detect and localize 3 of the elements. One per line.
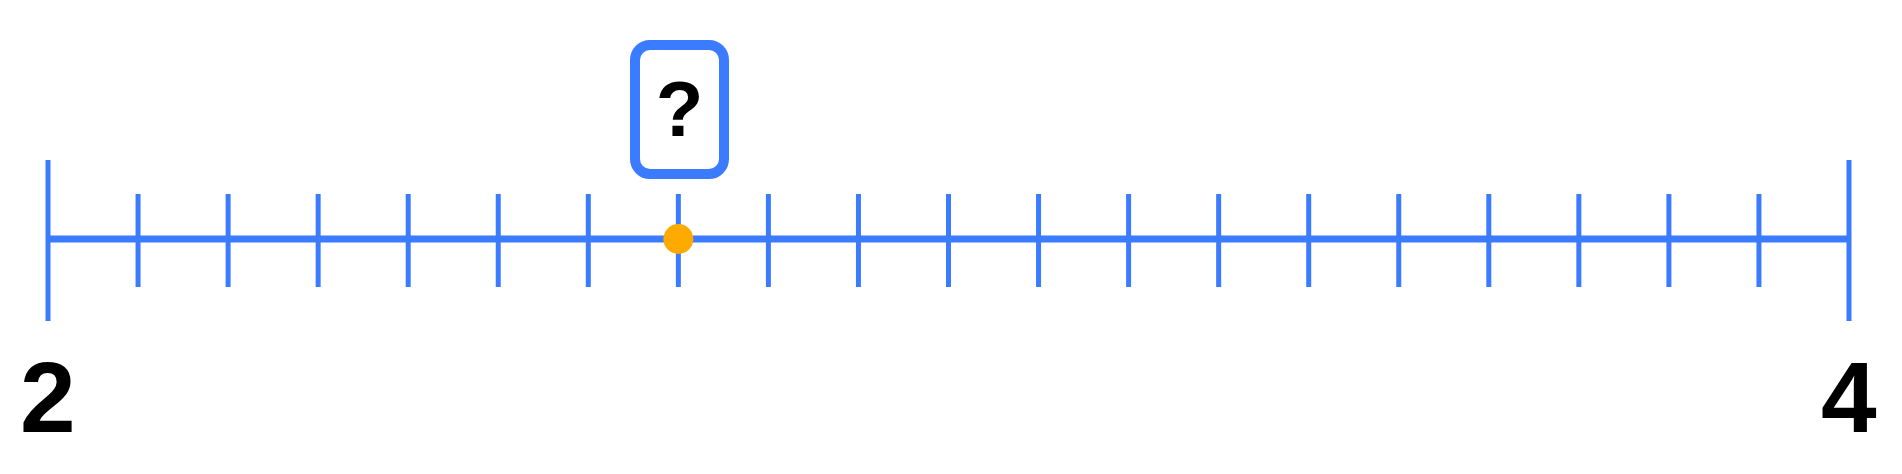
tick-label: 2 (20, 347, 76, 447)
question-card: ? (630, 40, 729, 179)
tick-label: 4 (1821, 347, 1877, 447)
